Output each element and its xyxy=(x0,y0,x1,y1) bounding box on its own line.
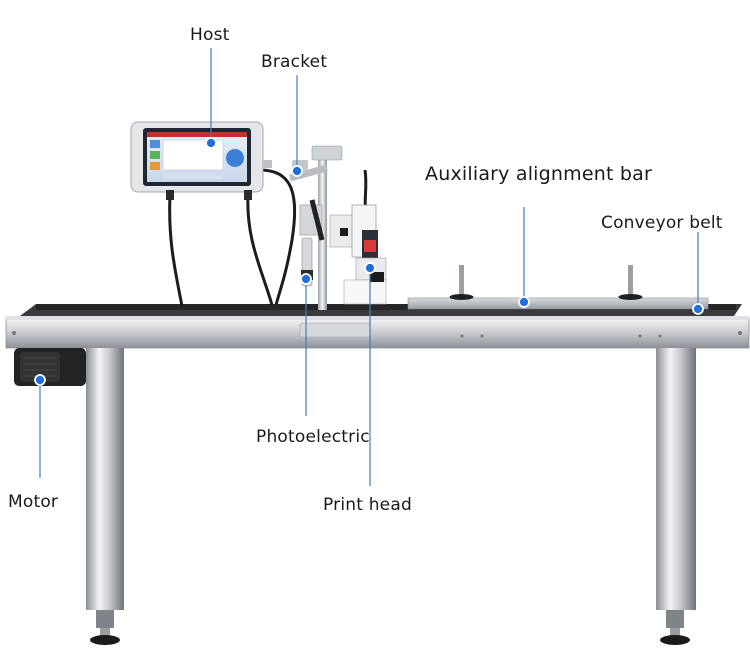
conveyor-rail xyxy=(5,316,750,349)
print-head xyxy=(343,204,387,305)
auxiliary-alignment-bar xyxy=(407,265,709,310)
dot-photoelectric xyxy=(300,273,312,285)
anchor-dots xyxy=(34,137,704,386)
dot-aux-bar xyxy=(518,296,530,308)
motor xyxy=(14,348,86,386)
table-legs xyxy=(86,348,696,645)
dot-host xyxy=(205,137,217,149)
label-auxiliary-alignment-bar: Auxiliary alignment bar xyxy=(425,163,653,185)
host xyxy=(130,121,272,200)
dot-print-head xyxy=(364,262,376,274)
dot-motor xyxy=(34,374,46,386)
label-print-head: Print head xyxy=(323,495,412,515)
label-bracket: Bracket xyxy=(261,52,328,72)
label-motor: Motor xyxy=(8,492,59,512)
leader-lines xyxy=(39,48,699,486)
label-host: Host xyxy=(190,25,230,45)
label-photoelectric: Photoelectric xyxy=(256,427,370,447)
label-conveyor-belt: Conveyor belt xyxy=(601,213,723,233)
dot-conveyor xyxy=(692,303,704,315)
dot-bracket xyxy=(291,165,303,177)
